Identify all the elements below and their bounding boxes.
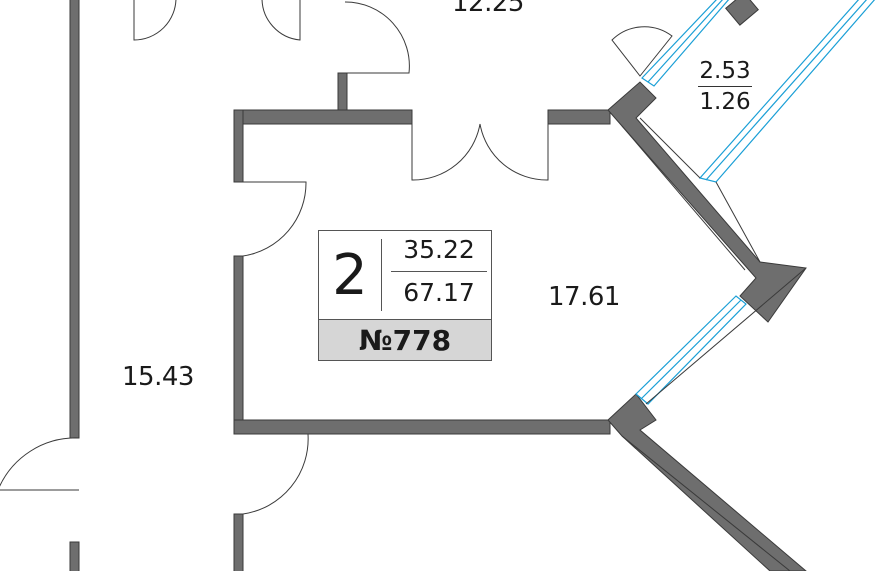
wall-left-outer (69, 0, 80, 439)
wall-corridor-bottom (233, 513, 244, 571)
door-room-left (242, 181, 307, 257)
door-top-left (133, 0, 177, 41)
wall-room-bottom (233, 419, 611, 435)
door-top-room (344, 1, 410, 74)
room-count: 2 (332, 242, 368, 308)
room-area-main: 17.61 (548, 282, 620, 312)
loggia-outline-left (639, 117, 701, 179)
room-window-outline (645, 267, 807, 405)
wall-left-outer-lower (69, 541, 80, 571)
door-main-right (479, 123, 549, 181)
window-loggia-top-inner (647, 0, 723, 83)
balcony-reduced-area: 1.26 (699, 89, 751, 115)
window-loggia-right (698, 0, 876, 183)
wall-room-top-right (547, 109, 611, 125)
wall-top-stub (337, 72, 348, 112)
door-loggia (611, 26, 673, 77)
room-area-corridor: 15.43 (122, 362, 194, 392)
wall-inner-line-lower (621, 435, 791, 571)
loggia-outline (639, 117, 807, 405)
balcony-divider (698, 86, 752, 87)
wall-room-top-left (233, 109, 413, 125)
window-room-right (635, 295, 747, 405)
wall-outer-lower (607, 393, 807, 571)
infobox-horizontal-divider (391, 271, 487, 272)
infobox-top: 2 35.22 67.17 (318, 230, 492, 320)
door-entrance (0, 437, 80, 491)
door-corridor-bottom (242, 433, 309, 515)
wall-top-right (725, 0, 759, 26)
wall-room-left-mid (233, 255, 244, 435)
wall-outer-upper (607, 81, 807, 323)
living-area: 35.22 (403, 235, 475, 264)
infobox-vertical-divider (381, 239, 382, 311)
window-loggia-right-inner (705, 0, 868, 181)
window-room-right-inner (640, 299, 742, 400)
balcony-area: 2.53 (699, 58, 751, 84)
window-loggia-top (641, 0, 730, 87)
apartment-number: №778 (318, 319, 492, 361)
walls (69, 0, 807, 571)
door-top-left-2 (261, 0, 301, 41)
wall-inner-line-upper (621, 125, 746, 271)
total-area: 67.17 (403, 278, 475, 307)
wall-room-left-upper (233, 109, 244, 183)
wall-inner-lines (621, 125, 791, 571)
windows (635, 0, 876, 405)
balcony-label: 2.53 1.26 (690, 58, 760, 115)
loggia-outline-right (715, 181, 761, 263)
door-main-left (411, 123, 481, 181)
doors (0, 0, 673, 515)
apartment-infobox: 2 35.22 67.17 №778 (318, 230, 492, 361)
room-area-top: 12.25 (452, 0, 524, 18)
